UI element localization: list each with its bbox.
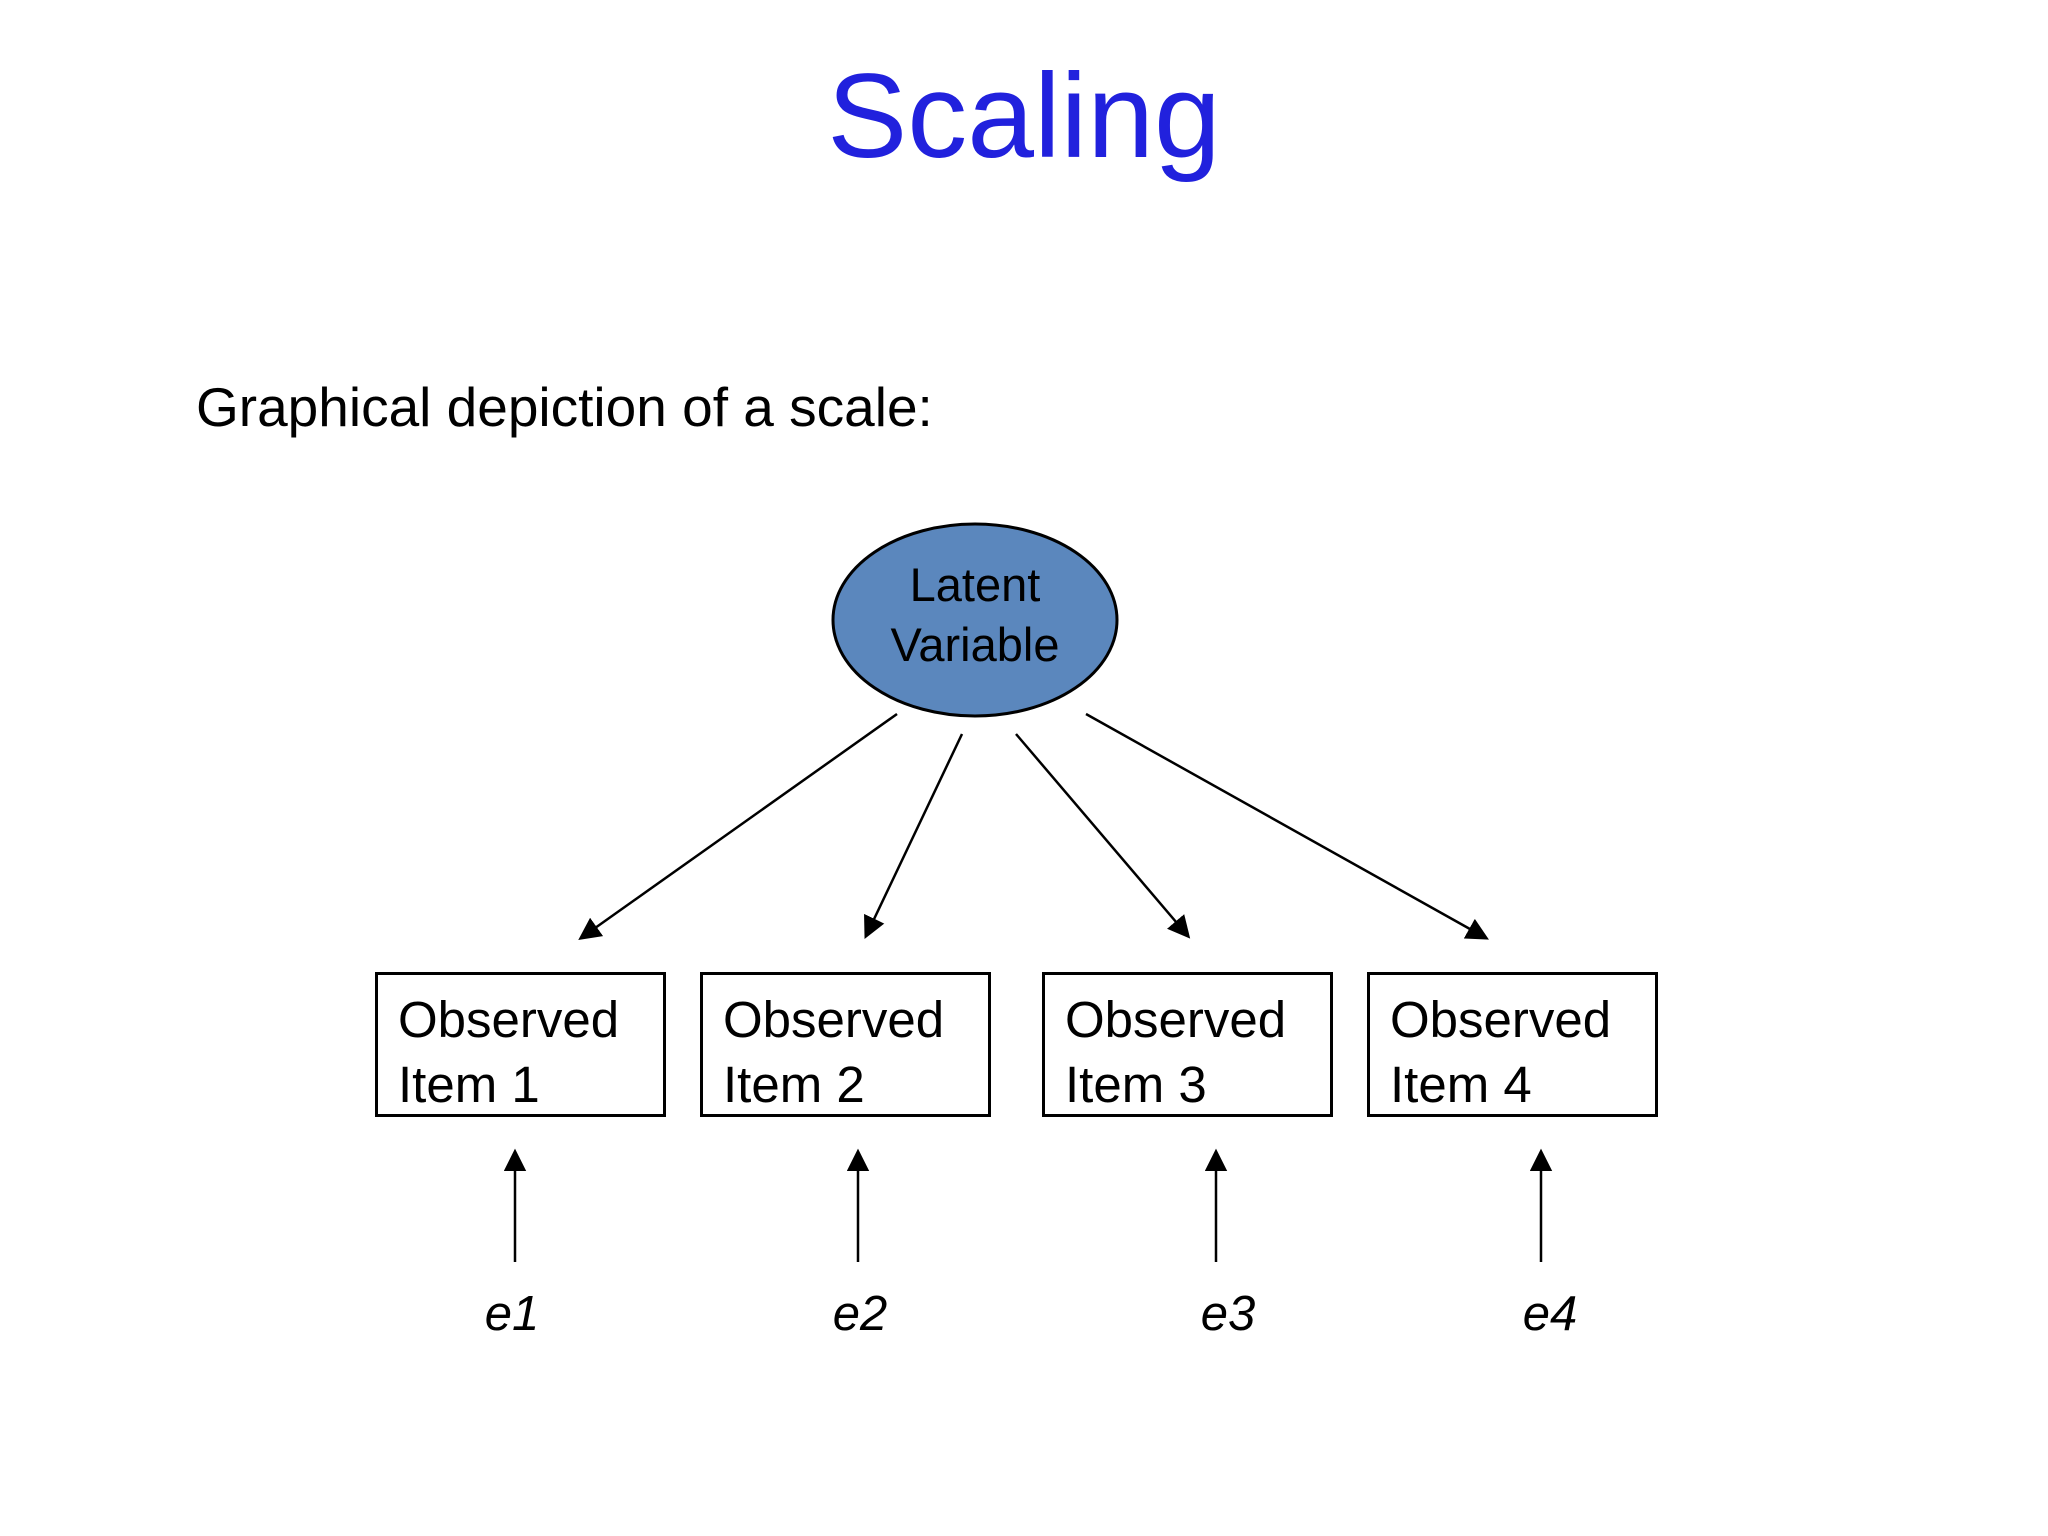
error-term-e3-label: e3 [1200, 1287, 1256, 1341]
loading-arrows [578, 712, 1489, 940]
observed-item-2-box: Observed Item 2 [700, 972, 991, 1117]
error-term-e1-label: e1 [484, 1287, 540, 1341]
slide-title: Scaling [827, 49, 1221, 183]
subtitle-text: Graphical depiction of a scale: [196, 376, 933, 438]
latent-variable-label: Latent Variable [890, 558, 1060, 672]
arrow-latent-to-item1 [578, 712, 898, 940]
arrow-latent-to-item2 [864, 733, 964, 940]
observed-item-3-box: Observed Item 3 [1042, 972, 1333, 1117]
error-arrows [503, 1148, 1553, 1262]
error-term-e2-label: e2 [832, 1287, 888, 1341]
error-term-e4-label: e4 [1522, 1287, 1578, 1341]
arrow-latent-to-item4 [1085, 712, 1489, 940]
arrow-latent-to-item3 [1015, 733, 1191, 939]
latent-variable-ellipse [831, 522, 1119, 718]
observed-item-4-box: Observed Item 4 [1367, 972, 1658, 1117]
observed-item-1-box: Observed Item 1 [375, 972, 666, 1117]
